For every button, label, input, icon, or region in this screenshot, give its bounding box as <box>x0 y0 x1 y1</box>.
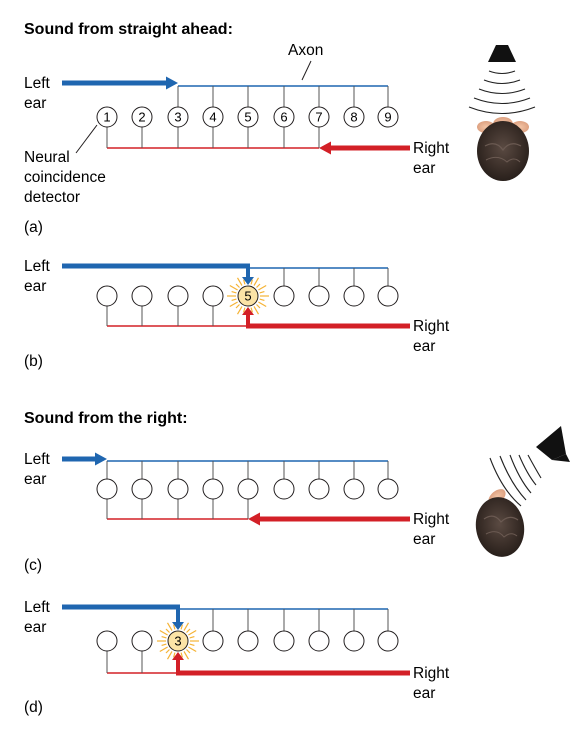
right-ear-label: ear <box>413 531 435 548</box>
coincidence-detector-neuron <box>237 478 259 500</box>
coincidence-detector-neuron <box>343 106 365 128</box>
coincidence-detector-neuron <box>167 106 189 128</box>
right-ear-arrowhead <box>319 141 331 155</box>
panel-tag: (d) <box>24 699 43 716</box>
head-front-icon <box>477 117 529 181</box>
left-ear-label: ear <box>24 278 46 295</box>
right-ear-label: Right <box>413 140 450 157</box>
right-ear-label: Right <box>413 318 450 335</box>
panel-tag: (c) <box>24 557 42 574</box>
coincidence-detector-neuron <box>377 478 399 500</box>
panel-tag: (a) <box>24 219 43 236</box>
coincidence-detector-neuron <box>343 630 365 652</box>
coincidence-detector-neuron <box>96 630 118 652</box>
axon-label: Axon <box>288 42 323 59</box>
coincidence-detector-neuron <box>308 478 330 500</box>
detector-number: 8 <box>350 110 357 125</box>
coincidence-detector-neuron <box>377 285 399 307</box>
left-ear-label: ear <box>24 471 46 488</box>
left-ear-arrowhead <box>95 452 107 466</box>
detector-number: 6 <box>280 110 287 125</box>
coincidence-detector-neuron <box>273 630 295 652</box>
coincidence-detector-neuron <box>131 478 153 500</box>
detector-number: 5 <box>244 110 251 125</box>
right-ear-arrowhead <box>172 652 184 660</box>
head-side-icon <box>475 489 525 557</box>
detector-number: 2 <box>138 110 145 125</box>
detector-number: 4 <box>209 110 216 125</box>
detector-number: 3 <box>174 110 181 125</box>
coincidence-detector-neuron <box>202 106 224 128</box>
panel-tag: (b) <box>24 353 43 370</box>
coincidence-detector-neuron <box>237 285 259 307</box>
right-ear-arrowhead <box>248 512 260 526</box>
coincidence-detector-neuron <box>308 630 330 652</box>
sound-waves-right-icon <box>489 454 542 507</box>
coincidence-detector-neuron <box>343 285 365 307</box>
speaker-right-icon <box>536 426 570 462</box>
section-heading-straight-ahead: Sound from straight ahead: <box>24 21 233 38</box>
left-ear-arrowhead <box>172 622 184 630</box>
detector-number: 9 <box>384 110 391 125</box>
speaker-icon <box>488 45 516 62</box>
detector-label-line1: Neural <box>24 149 70 166</box>
coincidence-detector-neuron <box>308 106 330 128</box>
detector-number: 1 <box>103 110 110 125</box>
detector-label-line3: detector <box>24 189 80 206</box>
coincidence-glow <box>227 275 269 317</box>
coincidence-detector-neuron <box>237 630 259 652</box>
detector-pointer-line <box>75 124 98 154</box>
right-ear-label: ear <box>413 338 435 355</box>
coincidence-detector-neuron <box>308 285 330 307</box>
section-heading-from-right: Sound from the right: <box>24 410 188 427</box>
coincidence-detector-neuron <box>273 478 295 500</box>
detector-label-line2: coincidence <box>24 169 106 186</box>
left-ear-arrowhead <box>242 277 254 285</box>
detector-number: 5 <box>244 289 251 304</box>
coincidence-detector-neuron <box>131 630 153 652</box>
coincidence-detector-neuron <box>96 285 118 307</box>
coincidence-glow <box>157 620 199 662</box>
right-ear-label: Right <box>413 511 450 528</box>
left-ear-label: ear <box>24 95 46 112</box>
coincidence-detector-neuron <box>96 106 118 128</box>
coincidence-detector-neuron <box>343 478 365 500</box>
coincidence-detector-neuron <box>273 106 295 128</box>
sound-waves-front-icon <box>468 70 536 114</box>
detector-number: 3 <box>174 634 181 649</box>
coincidence-detector-neuron <box>167 630 189 652</box>
coincidence-detector-neuron <box>167 285 189 307</box>
coincidence-detector-neuron <box>202 285 224 307</box>
coincidence-detector-neuron <box>202 478 224 500</box>
left-ear-label: ear <box>24 619 46 636</box>
coincidence-detector-neuron <box>202 630 224 652</box>
detector-number: 7 <box>315 110 322 125</box>
left-ear-label: Left <box>24 451 51 468</box>
coincidence-detector-neuron <box>131 285 153 307</box>
coincidence-detector-neuron <box>377 106 399 128</box>
right-ear-label: Right <box>413 665 450 682</box>
coincidence-detector-neuron <box>237 106 259 128</box>
right-ear-arrowhead <box>242 307 254 315</box>
coincidence-detector-neuron <box>167 478 189 500</box>
left-ear-label: Left <box>24 599 51 616</box>
left-ear-arrowhead <box>166 76 178 90</box>
coincidence-detector-neuron <box>377 630 399 652</box>
coincidence-detector-neuron <box>273 285 295 307</box>
axon-pointer-line <box>301 60 312 81</box>
left-ear-label: Left <box>24 258 51 275</box>
right-ear-label: ear <box>413 160 435 177</box>
right-ear-label: ear <box>413 685 435 702</box>
coincidence-detector-neuron <box>131 106 153 128</box>
coincidence-detector-neuron <box>96 478 118 500</box>
left-ear-label: Left <box>24 75 51 92</box>
